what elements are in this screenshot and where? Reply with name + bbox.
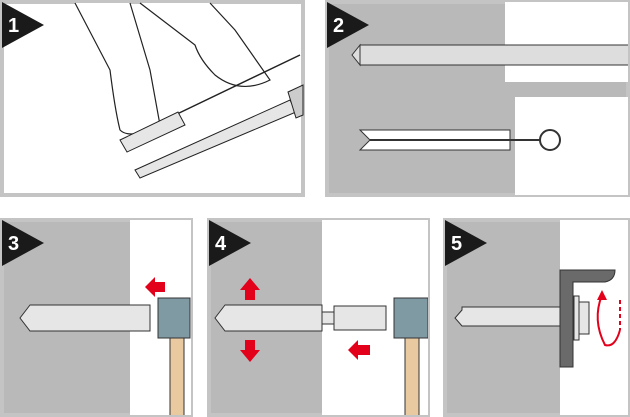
anchor-bolt bbox=[454, 295, 590, 341]
rotate-arrow-icon bbox=[596, 290, 621, 347]
step-4-badge: 4 bbox=[209, 220, 251, 266]
drill-bit bbox=[351, 43, 628, 67]
step-number: 4 bbox=[215, 233, 227, 255]
hammer bbox=[157, 297, 191, 415]
drill-bit-illustration bbox=[134, 84, 304, 179]
step-number: 2 bbox=[333, 15, 344, 37]
step-4-panel: 4 bbox=[207, 218, 430, 417]
step-3-panel: 3 bbox=[0, 218, 193, 417]
step-1-panel: 1 bbox=[0, 0, 305, 197]
step-number: 1 bbox=[8, 15, 19, 37]
step-2-panel: 2 bbox=[325, 0, 630, 197]
arrow-up-icon bbox=[240, 278, 260, 300]
anchor bbox=[214, 304, 387, 332]
bracket bbox=[559, 269, 616, 368]
step-5-panel: 5 bbox=[443, 218, 630, 417]
cleaning-brush bbox=[358, 129, 561, 151]
hammer bbox=[393, 297, 428, 415]
step-3-badge: 3 bbox=[2, 220, 44, 266]
brush-illustration bbox=[119, 54, 301, 153]
step-5-badge: 5 bbox=[445, 220, 487, 266]
arrow-left-icon bbox=[145, 277, 165, 297]
arrow-down-icon bbox=[240, 340, 260, 362]
step-number: 5 bbox=[451, 233, 462, 255]
step-2-badge: 2 bbox=[327, 2, 369, 48]
step-number: 3 bbox=[8, 233, 19, 255]
anchor bbox=[19, 304, 151, 332]
hands-illustration bbox=[74, 2, 271, 135]
arrow-left-icon bbox=[348, 340, 370, 360]
step-1-badge: 1 bbox=[2, 2, 44, 48]
